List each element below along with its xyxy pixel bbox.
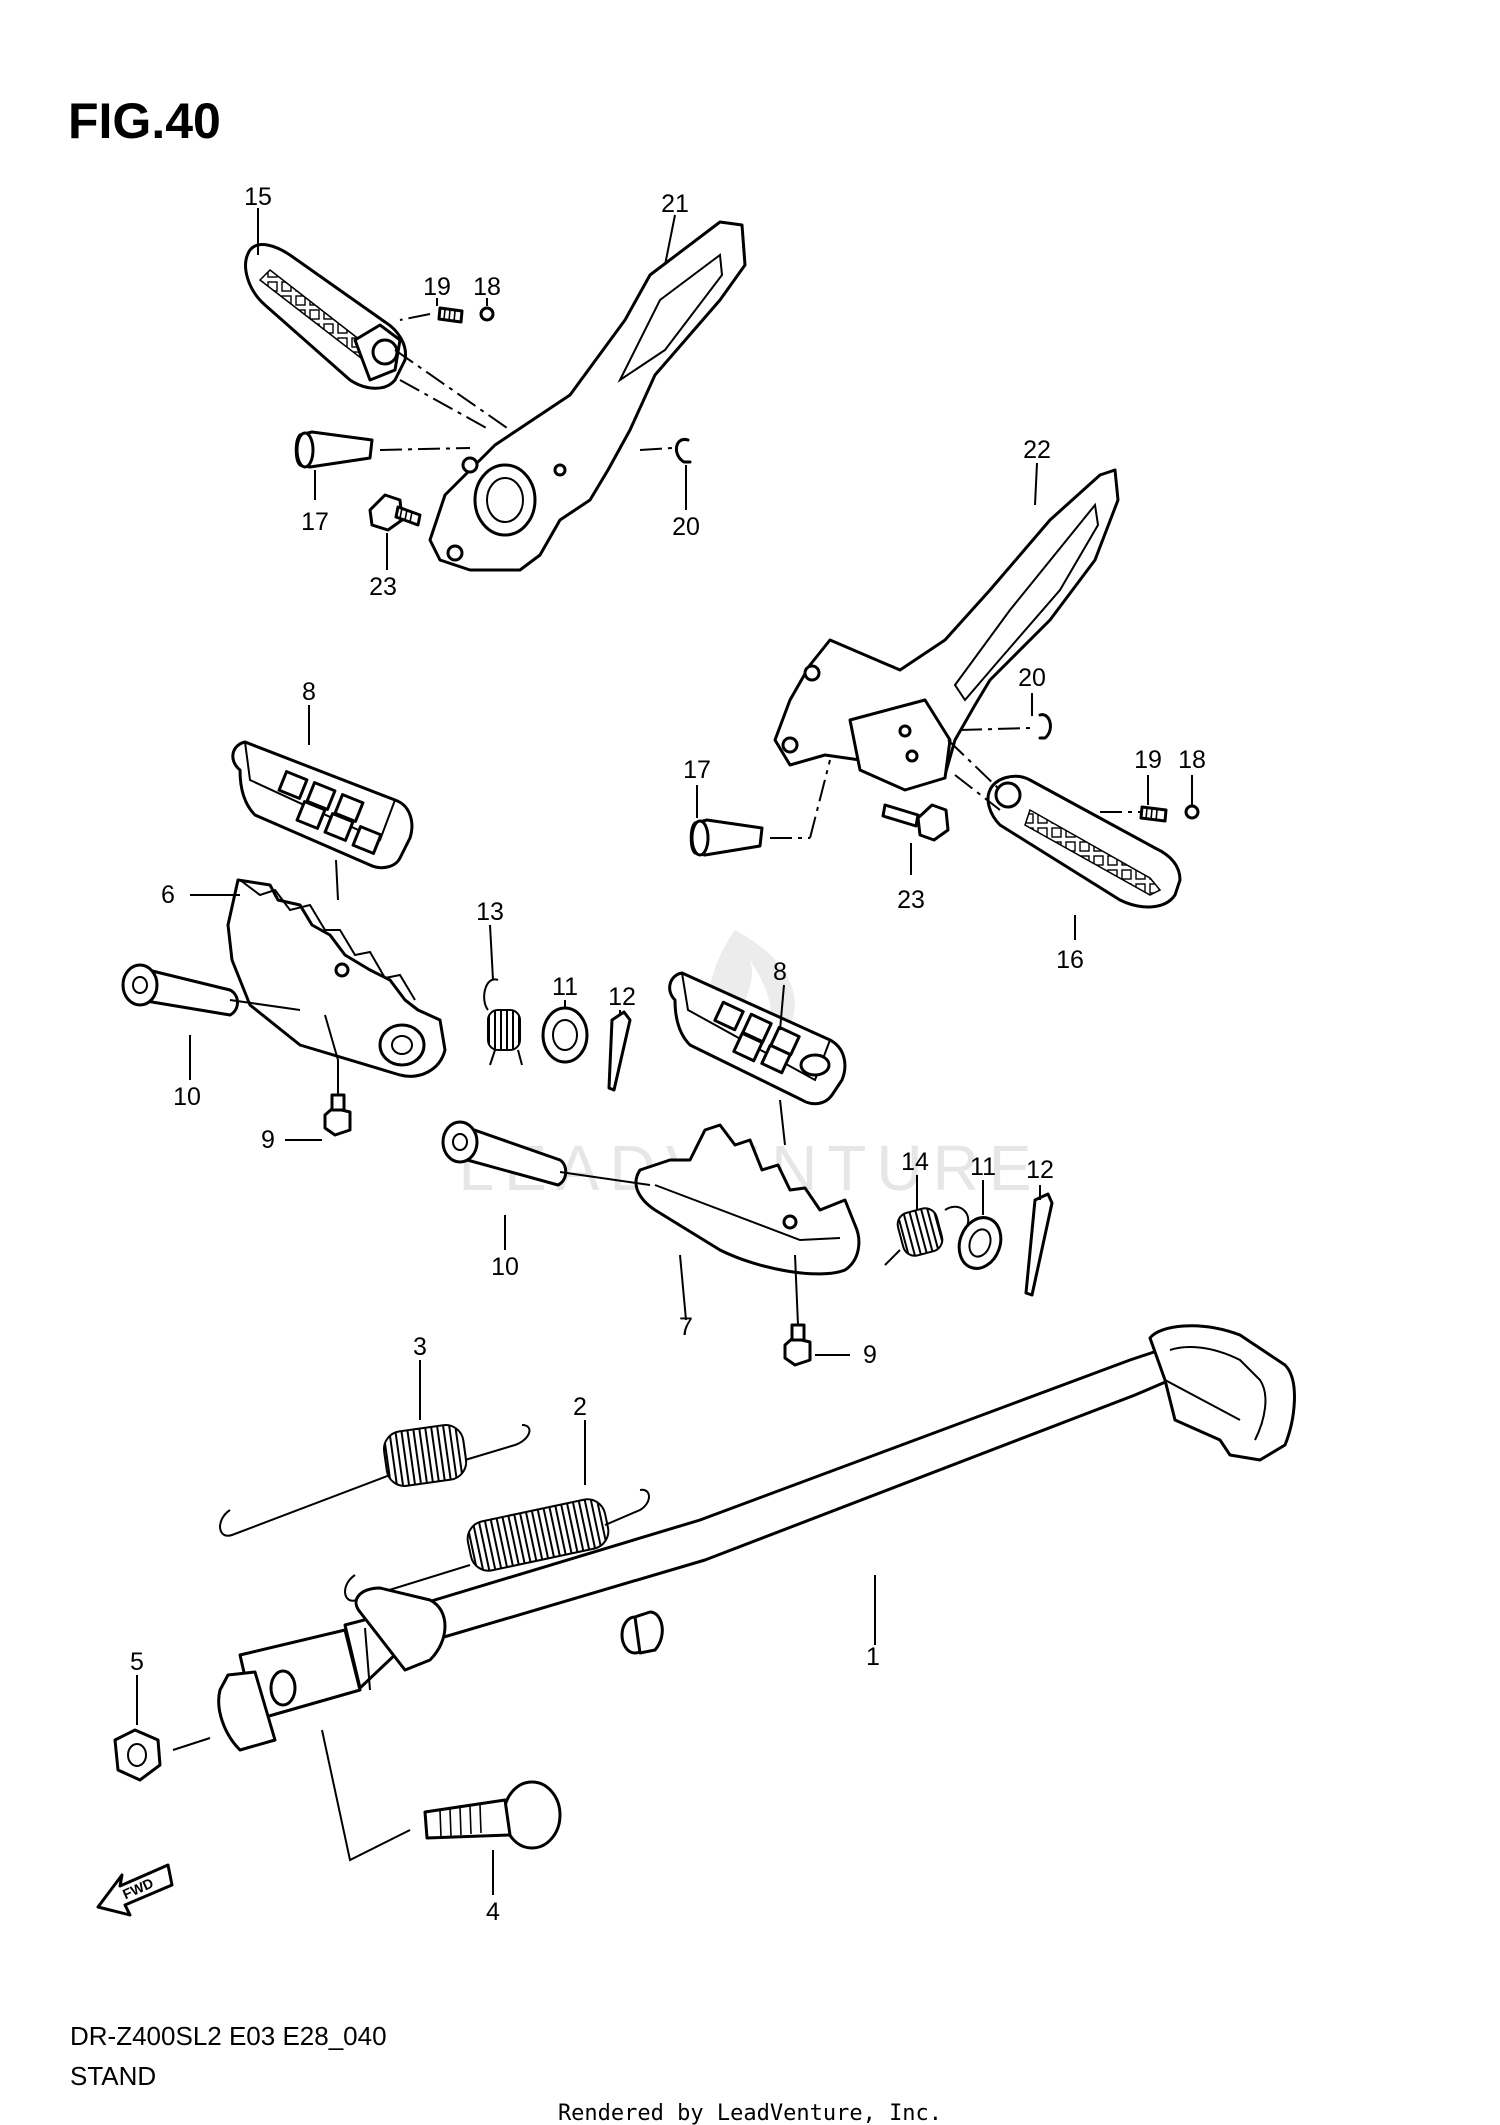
callout-labels: 15 21 19 18 17 20 23 22 20 19 18 17 23 1… — [130, 183, 1206, 1926]
model-code: DR-Z400SL2 E03 E28_040 — [70, 2021, 387, 2051]
footrest-bracket-21 — [428, 220, 747, 572]
leader-20a — [639, 447, 673, 451]
washer-11b — [957, 1216, 1003, 1270]
spring-2 — [344, 1488, 650, 1602]
bolt-23b — [881, 803, 950, 842]
callout-16: 16 — [1056, 946, 1084, 974]
callout-18: 18 — [1178, 746, 1206, 774]
nut-5 — [113, 1728, 162, 1782]
callout-6: 6 — [161, 881, 175, 909]
rubber-pad-8b — [668, 971, 847, 1106]
footpeg-7 — [634, 1123, 861, 1276]
pin-17a — [294, 430, 374, 469]
rubber-pad-8a — [231, 740, 414, 870]
callout-23: 23 — [369, 573, 397, 601]
side-stand-1 — [217, 1324, 1296, 1752]
callout-19: 19 — [1134, 746, 1162, 774]
spring-3 — [219, 1424, 531, 1537]
leader-16 — [947, 739, 1001, 791]
circlip-20b — [1038, 713, 1052, 740]
washer-11a — [541, 1006, 589, 1064]
circlip-20a — [675, 438, 692, 464]
callout-5: 5 — [130, 1648, 144, 1676]
callout-13: 13 — [476, 898, 504, 926]
callout-7: 7 — [679, 1313, 693, 1341]
footpeg-15 — [244, 243, 408, 390]
pivot-bolt-4 — [423, 1780, 562, 1850]
leader-15 — [399, 379, 491, 431]
footpeg-6 — [226, 878, 447, 1078]
ball-18a — [479, 306, 495, 322]
callout-11: 11 — [552, 973, 578, 1001]
callout-8: 8 — [302, 678, 316, 706]
bolt-9a — [323, 1093, 352, 1137]
callout-10: 10 — [491, 1253, 519, 1281]
callout-3: 3 — [413, 1333, 427, 1361]
callout-12: 12 — [1026, 1156, 1054, 1184]
footpeg-16 — [986, 774, 1182, 909]
spring-19b — [1139, 805, 1168, 823]
cotter-pin-12a — [607, 1010, 632, 1092]
callout-18: 18 — [473, 273, 501, 301]
callout-2: 2 — [573, 1393, 587, 1421]
bolt-23a — [368, 493, 422, 532]
callout-19: 19 — [423, 273, 451, 301]
pin-10a — [121, 963, 239, 1017]
bolt-9b — [783, 1323, 812, 1367]
leader-15b — [394, 349, 511, 431]
leader-6b — [324, 1014, 339, 1061]
leader-4 — [321, 1729, 411, 1862]
callout-11: 11 — [970, 1153, 996, 1181]
callout-4: 4 — [486, 1898, 500, 1926]
callout-20: 20 — [672, 513, 700, 541]
callout-21: 21 — [661, 190, 689, 218]
callout-9: 9 — [261, 1126, 275, 1154]
pin-10b — [441, 1120, 568, 1187]
cotter-pin-12b — [1024, 1192, 1054, 1297]
forward-arrow-icon: FWD — [96, 1863, 174, 1917]
spring-19a — [437, 306, 464, 324]
callout-8: 8 — [773, 958, 787, 986]
callout-leaders — [136, 208, 1193, 1895]
callout-17: 17 — [683, 756, 711, 784]
footrest-bracket-22 — [773, 468, 1120, 792]
spring-13 — [483, 978, 523, 1066]
leader-9b — [794, 1254, 799, 1326]
figure-title: FIG.40 — [68, 93, 221, 149]
leader-8b — [779, 1099, 786, 1146]
callout-20: 20 — [1018, 664, 1046, 692]
render-credit: Rendered by LeadVenture, Inc. — [558, 2101, 942, 2125]
section-name: STAND — [70, 2061, 156, 2091]
pin-17b — [689, 818, 764, 857]
callout-10: 10 — [173, 1083, 201, 1111]
leader-20b — [959, 727, 1031, 731]
leader-10b — [559, 1171, 651, 1186]
leader-5 — [172, 1737, 211, 1751]
leader-19a — [399, 313, 431, 321]
callout-14: 14 — [901, 1148, 929, 1176]
ball-18b — [1184, 804, 1200, 820]
callout-15: 15 — [244, 183, 272, 211]
leader-10a — [229, 999, 301, 1011]
callout-9: 9 — [863, 1341, 877, 1369]
callout-12: 12 — [608, 983, 636, 1011]
callout-17: 17 — [301, 508, 329, 536]
callout-22: 22 — [1023, 436, 1051, 464]
leader-16b — [954, 774, 1001, 811]
callout-1: 1 — [866, 1643, 880, 1671]
spring-14 — [884, 1205, 970, 1266]
leader-17a — [379, 447, 471, 451]
callout-23: 23 — [897, 886, 925, 914]
leader-8a — [335, 859, 339, 901]
leader-17b2 — [809, 759, 831, 839]
